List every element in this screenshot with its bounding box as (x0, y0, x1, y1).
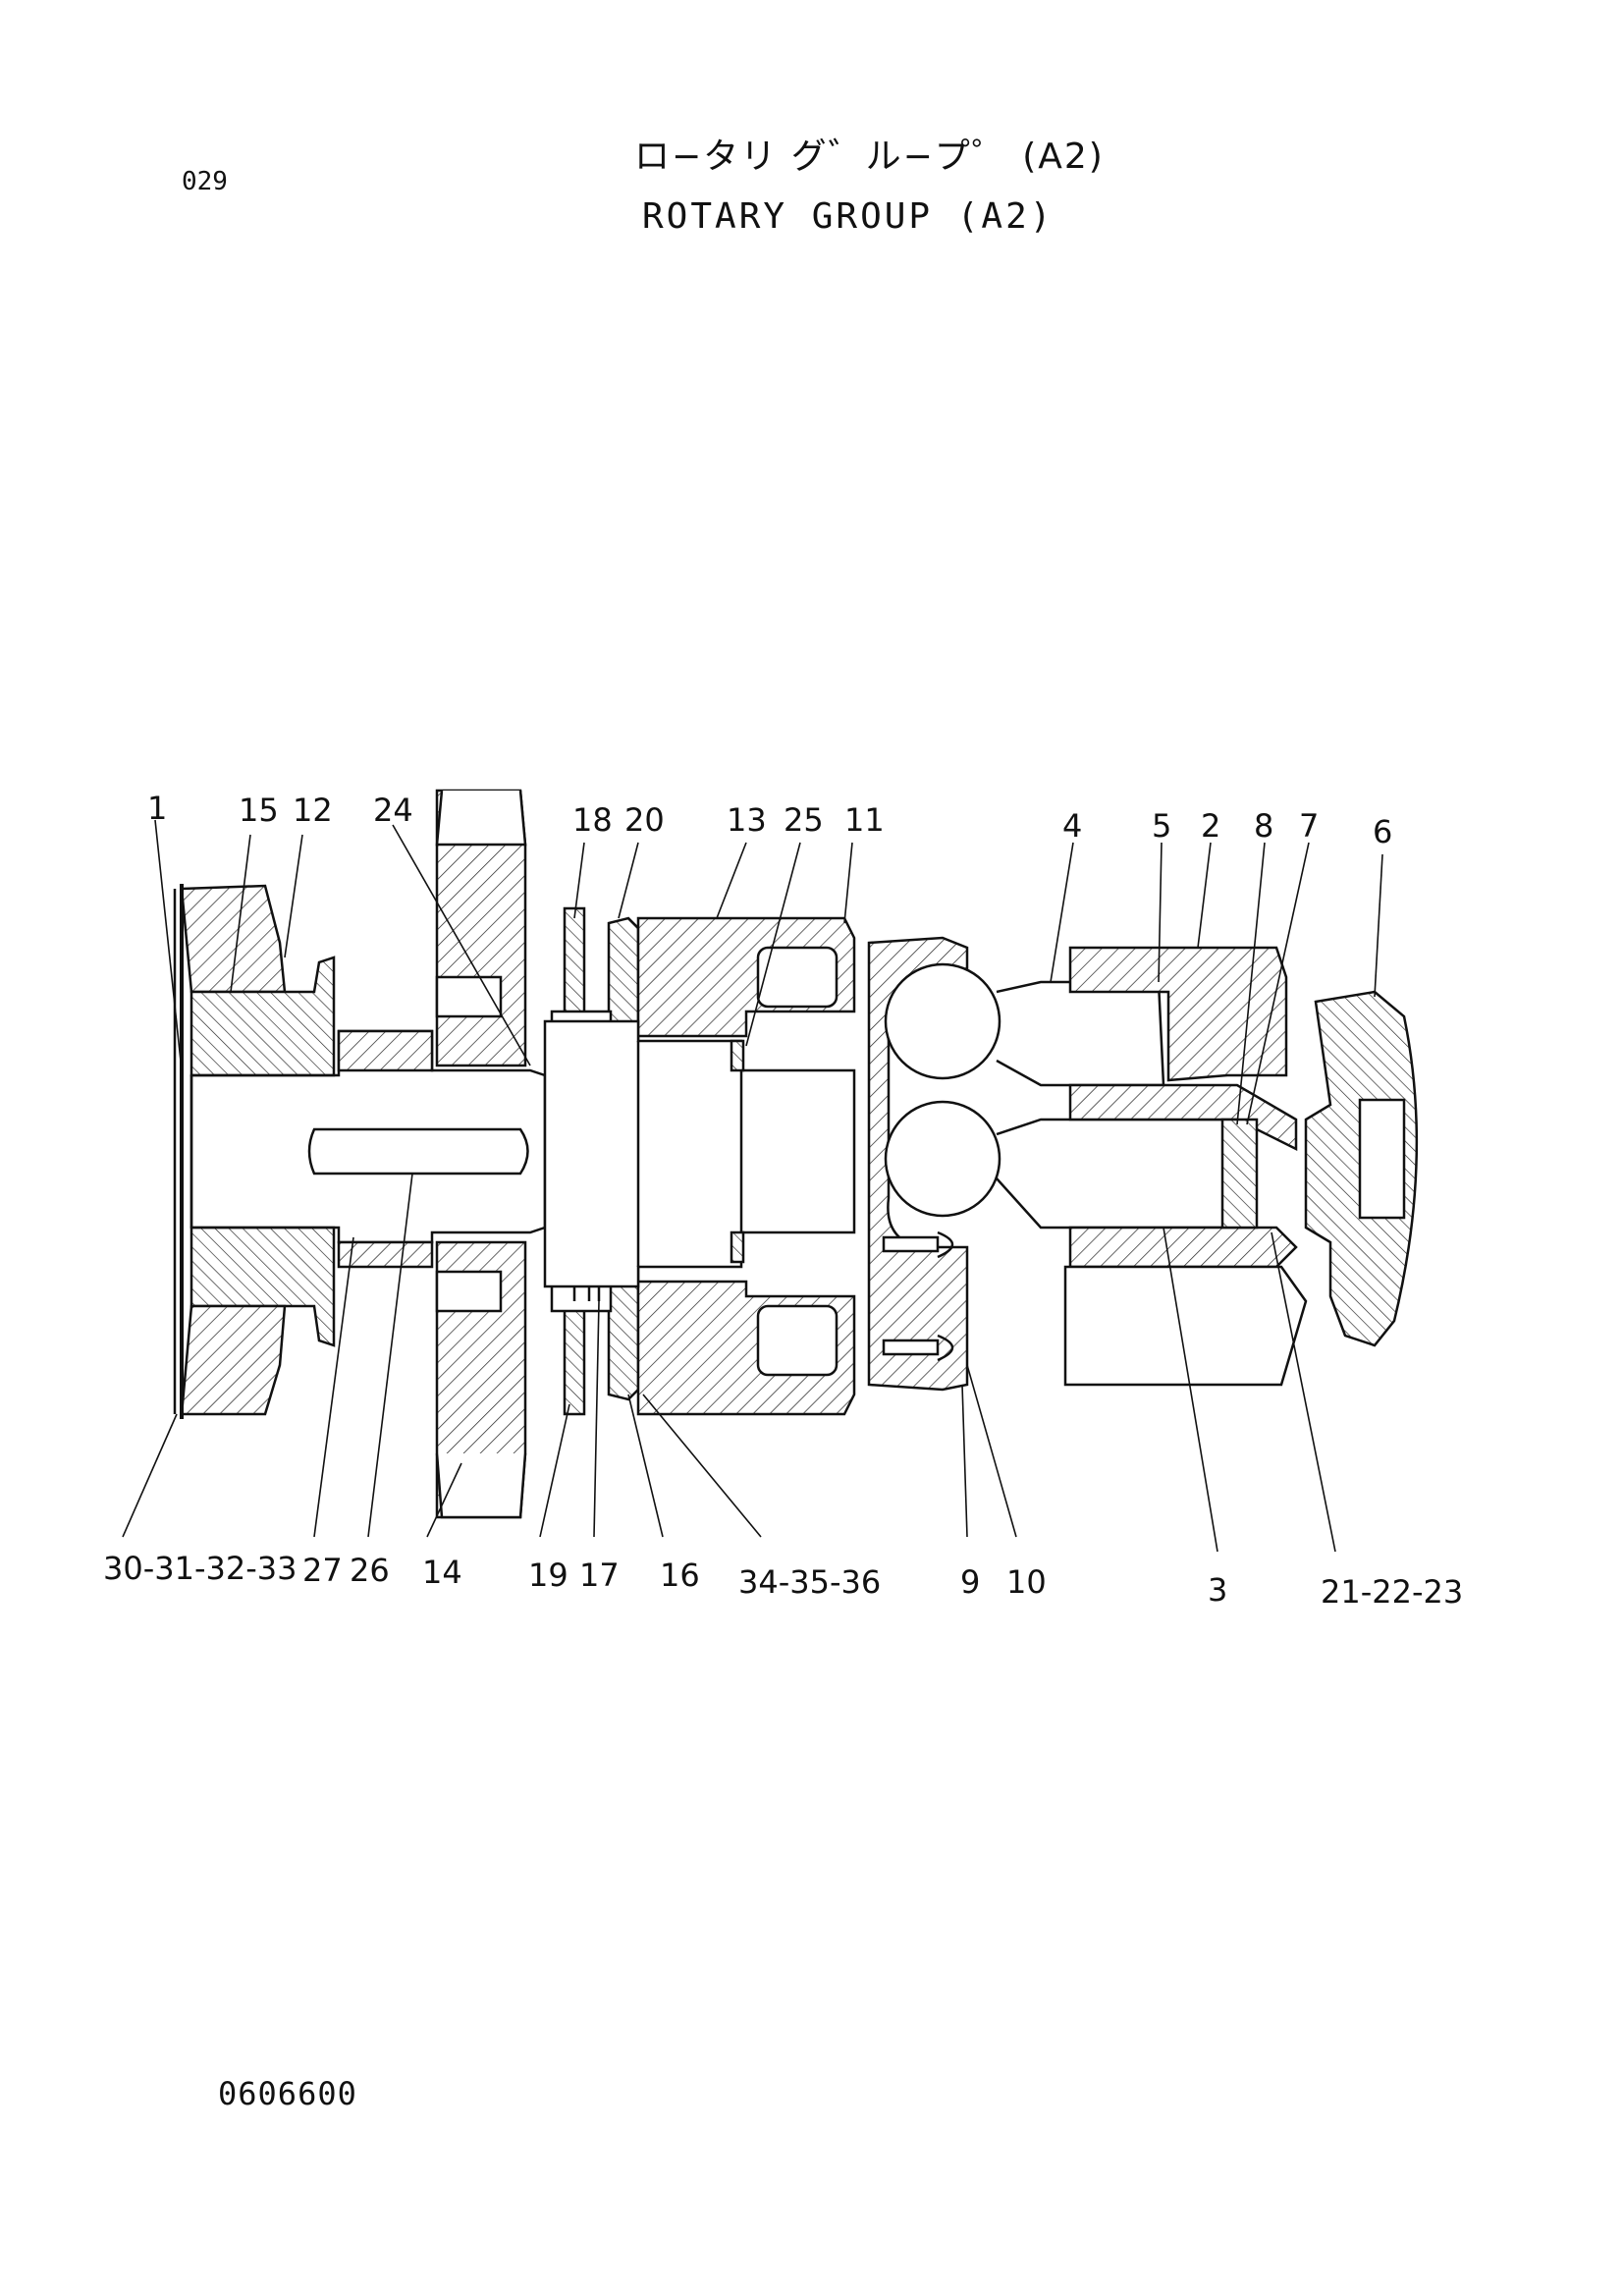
callout-17: 17 (579, 1557, 620, 1594)
callout-20: 20 (624, 801, 665, 839)
callout-7: 7 (1299, 807, 1319, 845)
callout-13: 13 (727, 801, 767, 839)
callout-labels-bottom: 30-31-32-33 27 26 14 19 17 16 34-35-36 9… (103, 1550, 1463, 1611)
page-number: 029 (182, 167, 228, 196)
title-english: ROTARY GROUP (A2) (642, 196, 1055, 237)
callout-5: 5 (1152, 807, 1171, 845)
callout-16: 16 (660, 1557, 700, 1594)
callout-10: 10 (1006, 1563, 1047, 1601)
callout-30-31-32-33: 30-31-32-33 (103, 1550, 298, 1587)
callout-2: 2 (1201, 807, 1220, 845)
callout-25: 25 (784, 801, 824, 839)
callout-4: 4 (1062, 807, 1082, 845)
callout-26: 26 (350, 1552, 390, 1589)
assembly-section (173, 789, 1419, 1519)
callout-15: 15 (239, 792, 279, 829)
callout-11: 11 (844, 801, 885, 839)
callout-19: 19 (528, 1557, 568, 1594)
callout-labels-top: 1 15 12 24 18 20 13 25 11 4 5 2 8 7 6 (147, 790, 1392, 850)
callout-14: 14 (422, 1554, 462, 1591)
callout-8: 8 (1254, 807, 1273, 845)
callout-21-22-23: 21-22-23 (1321, 1573, 1463, 1611)
document-code: 0606600 (218, 2075, 357, 2112)
leader-lines (122, 819, 1383, 1553)
callout-12: 12 (293, 792, 333, 829)
callout-6: 6 (1373, 813, 1392, 850)
callout-34-35-36: 34-35-36 (738, 1563, 881, 1601)
callout-1: 1 (147, 790, 167, 827)
callout-3: 3 (1208, 1571, 1227, 1609)
callout-9: 9 (960, 1563, 980, 1601)
callout-27: 27 (302, 1552, 343, 1589)
callout-24: 24 (373, 792, 413, 829)
title-japanese: ロ−タリ グ゛ル−プ゜ (A2) (634, 137, 1105, 177)
callout-18: 18 (572, 801, 613, 839)
